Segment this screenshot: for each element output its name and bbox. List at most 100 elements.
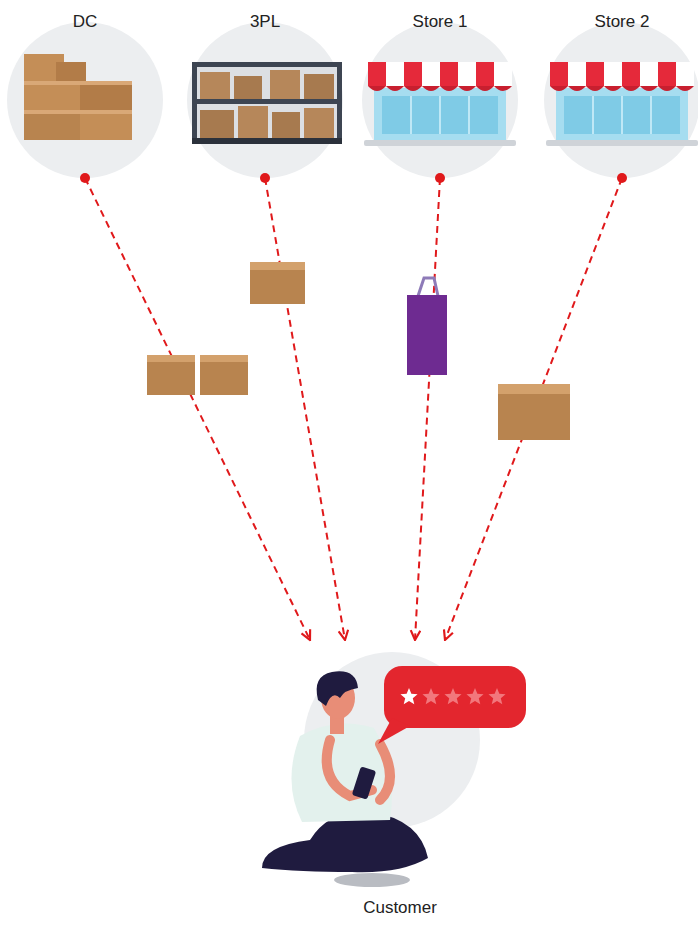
node-label: Store 1 — [360, 12, 520, 32]
shop-window — [374, 88, 506, 140]
carton — [270, 70, 300, 99]
awning-stripe — [476, 62, 494, 86]
node-outline — [290, 640, 510, 930]
node-outline — [542, 8, 698, 180]
awning — [550, 62, 694, 86]
parcel-lid — [498, 384, 570, 394]
laptop-base — [546, 140, 698, 146]
neck — [330, 714, 344, 734]
window-bar — [650, 96, 652, 134]
flow-arrow — [445, 178, 622, 640]
hair — [317, 671, 358, 706]
shopping-bag — [407, 295, 447, 375]
flow-arrow — [415, 178, 440, 640]
origin-dot — [260, 173, 270, 183]
carton — [200, 110, 234, 138]
awning-stripe — [368, 62, 386, 86]
location-node: Store 1 — [360, 8, 520, 180]
carton — [24, 112, 80, 140]
parcel-lid — [250, 262, 305, 270]
node-outline — [5, 8, 165, 180]
node-circle — [544, 22, 698, 178]
awning-edge — [368, 86, 512, 91]
node-outline — [185, 8, 345, 180]
node-label: 3PL — [185, 12, 345, 32]
shelf-bay — [197, 104, 337, 138]
location-node: Customer — [290, 640, 510, 930]
window-bar — [410, 96, 412, 134]
parcel-lid — [147, 355, 195, 362]
carton — [304, 108, 334, 138]
awning-stripe — [622, 62, 640, 86]
shopping-bag-icon — [407, 278, 447, 375]
window-bar — [592, 96, 594, 134]
shelf-base — [192, 138, 342, 144]
flow-arrow — [265, 178, 345, 640]
location-node: 3PL — [185, 8, 345, 180]
rating-star-empty — [422, 688, 439, 704]
carton — [234, 76, 262, 99]
shoe — [334, 873, 410, 887]
storefront-icon — [546, 62, 698, 146]
awning-stripe — [440, 62, 458, 86]
window-bar — [468, 96, 470, 134]
rating-star-empty — [444, 688, 461, 704]
phone — [352, 766, 376, 799]
node-circle — [362, 22, 518, 178]
window-bar — [621, 96, 623, 134]
node-label: DC — [5, 12, 165, 32]
rating-star-filled — [400, 688, 417, 704]
shop-window — [556, 88, 688, 140]
speech-bubble — [384, 666, 526, 728]
location-node: Store 2 — [542, 8, 698, 180]
parcel — [250, 262, 305, 304]
rating-star-empty — [488, 688, 505, 704]
node-label: Customer — [290, 898, 510, 918]
flow-arrow — [85, 178, 310, 640]
shop-glass — [564, 96, 680, 134]
arm — [380, 744, 390, 800]
box-stack-icon — [24, 54, 132, 140]
carton — [238, 106, 268, 138]
parcel — [147, 355, 195, 395]
node-circle — [304, 652, 480, 828]
carton-lid — [24, 110, 132, 114]
laptop-base — [364, 140, 516, 146]
awning-stripe — [586, 62, 604, 86]
face — [321, 677, 355, 719]
awning — [368, 62, 512, 86]
shop-glass — [382, 96, 498, 134]
carton — [200, 72, 230, 99]
carton — [272, 112, 300, 138]
node-outline — [360, 8, 520, 180]
parcel — [200, 355, 248, 395]
awning-edge — [550, 86, 694, 91]
location-node: DC — [5, 8, 165, 180]
parcel-icon — [147, 262, 570, 440]
storefront-icon — [364, 62, 516, 146]
rating-bubble — [378, 666, 526, 744]
carton — [304, 74, 334, 99]
carton — [80, 84, 132, 114]
arm — [327, 740, 372, 796]
shelf-frame — [192, 62, 342, 144]
node-circle — [187, 22, 343, 178]
origin-dot — [80, 173, 90, 183]
origin-dot — [435, 173, 445, 183]
bubble-tail — [378, 718, 410, 744]
awning-stripe — [658, 62, 676, 86]
legs — [262, 812, 428, 873]
carton — [24, 84, 80, 114]
customer-figure — [262, 671, 428, 887]
node-label: Store 2 — [542, 12, 698, 32]
carton — [24, 54, 64, 84]
rating-star-empty — [466, 688, 483, 704]
awning-stripe — [550, 62, 568, 86]
awning-stripe — [404, 62, 422, 86]
parcel-lid — [200, 355, 248, 362]
origin-dot — [617, 173, 627, 183]
